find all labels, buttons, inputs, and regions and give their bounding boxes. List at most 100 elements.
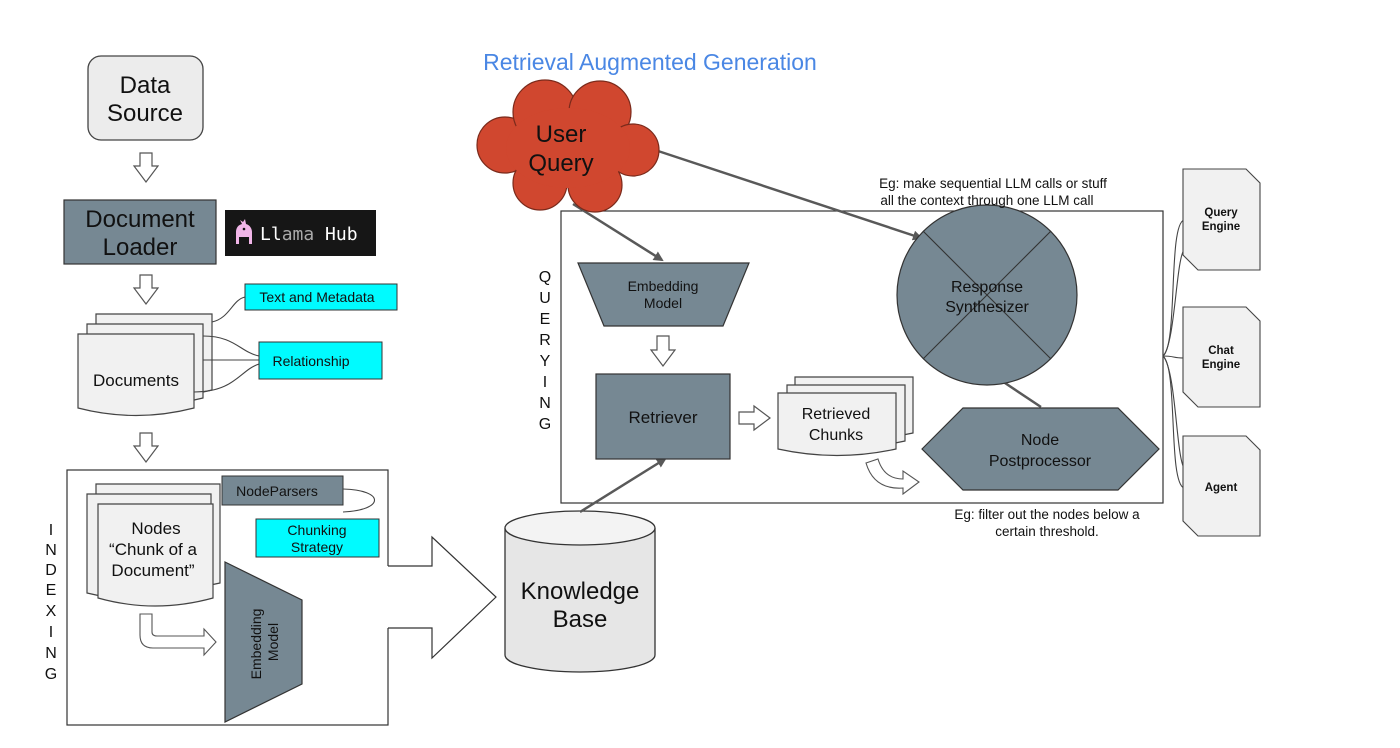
nodes-line3: Document”	[111, 561, 194, 580]
indexing-letter-7: G	[45, 666, 57, 683]
agent-card: Agent	[1182, 435, 1261, 537]
query-embedding-line1: Embedding	[628, 278, 699, 294]
response-synthesizer: Response Synthesizer	[896, 204, 1078, 386]
query-engine-line1: Query	[1204, 207, 1238, 219]
indexing-embedding-line1: Embedding	[248, 609, 264, 680]
curved-arrow-nodes-to-embedding	[139, 613, 217, 657]
response-synthesizer-line2: Synthesizer	[945, 299, 1029, 316]
nodes-line2: “Chunk of a	[109, 540, 197, 559]
node-postprocessor: Node Postprocessor	[921, 407, 1160, 491]
arrow-query-to-synthesizer	[654, 148, 923, 241]
retrieved-chunks-line1: Retrieved	[802, 406, 870, 423]
diagram-title: Retrieval Augmented Generation	[483, 49, 817, 75]
retrieved-chunks-stack: Retrieved Chunks	[777, 376, 914, 457]
curved-arrow-chunks-to-postprocessor	[865, 458, 920, 496]
querying-letter-0: Q	[539, 269, 551, 286]
documents-stack: Documents	[77, 313, 213, 417]
svg-text:Llama Hub: Llama Hub	[260, 224, 358, 245]
chat-engine-line2: Engine	[1202, 359, 1240, 371]
knowledge-base-line1: Knowledge	[521, 578, 640, 605]
big-arrow-to-knowledge-base	[388, 535, 497, 660]
connector-relationship-1	[202, 335, 260, 357]
llama-hub-logo: Llama Hub	[225, 210, 376, 256]
relationship-label: Relationship	[272, 353, 349, 369]
down-arrow-2	[132, 274, 160, 305]
llama-hub-text-3: Hub	[314, 224, 357, 245]
arrow-query-to-embedding	[572, 202, 664, 262]
querying-frame	[560, 210, 1164, 504]
down-arrow-embedding-to-retriever	[649, 335, 677, 367]
indexing-letter-0: I	[49, 522, 53, 539]
post-note-line1: Eg: filter out the nodes below a	[954, 507, 1140, 522]
indexing-letter-3: E	[46, 582, 57, 599]
knowledge-base-line2: Base	[553, 606, 608, 633]
indexing-letter-6: N	[45, 645, 57, 662]
indexing-letter-4: X	[46, 603, 57, 620]
text-and-metadata-label: Text and Metadata	[259, 289, 374, 305]
llama-hub-text-1: Ll	[260, 224, 282, 245]
node-postprocessor-line1: Node	[1021, 432, 1059, 449]
knowledge-base: Knowledge Base	[504, 510, 656, 673]
connector-text-metadata	[211, 296, 246, 323]
nodes-line1: Nodes	[131, 519, 180, 538]
post-note-line2: certain threshold.	[995, 524, 1099, 539]
llama-hub-text-2: ama	[282, 224, 315, 245]
nodes-stack: Nodes “Chunk of a Document”	[86, 483, 221, 607]
agent-label: Agent	[1205, 482, 1238, 494]
query-engine-card: Query Engine	[1182, 168, 1261, 271]
chat-engine-line1: Chat	[1208, 345, 1234, 357]
llama-icon	[236, 219, 252, 244]
query-engine-line2: Engine	[1202, 221, 1240, 233]
retriever-label: Retriever	[629, 408, 698, 427]
node-parsers-label: NodeParsers	[236, 483, 318, 499]
data-source-line2: Source	[107, 100, 183, 127]
document-loader-line1: Document	[85, 206, 195, 233]
chunking-strategy-line1: Chunking	[287, 522, 346, 538]
arrow-knowledge-to-retriever	[579, 457, 667, 514]
user-query-cloud: User Query	[476, 79, 660, 213]
relationship-box: Relationship	[258, 341, 383, 380]
document-loader-box: Document Loader	[63, 199, 217, 265]
indexing-letter-2: D	[45, 562, 57, 579]
querying-letter-2: E	[540, 311, 551, 328]
querying-letter-4: Y	[540, 353, 551, 370]
indexing-embedding-line2: Model	[265, 623, 281, 661]
chunking-strategy-line2: Strategy	[291, 539, 343, 555]
synth-note-line2: all the context through one LLM call	[880, 193, 1093, 208]
indexing-label: I N D E X I N G	[45, 522, 57, 683]
data-source-line1: Data	[120, 72, 171, 99]
querying-letter-3: R	[539, 332, 551, 349]
query-embedding-line2: Model	[644, 295, 682, 311]
user-query-line1: User	[536, 121, 587, 148]
text-and-metadata-box: Text and Metadata	[244, 283, 398, 311]
retrieved-chunks-line2: Chunks	[809, 427, 863, 444]
querying-label: Q U E R Y I N G	[539, 269, 551, 433]
response-synthesizer-line1: Response	[951, 279, 1023, 296]
data-source-box: Data Source	[87, 55, 204, 141]
engine-connectors	[1162, 219, 1185, 489]
chat-engine-card: Chat Engine	[1182, 306, 1261, 408]
querying-letter-6: N	[539, 395, 551, 412]
user-query-line2: Query	[528, 150, 593, 177]
chunking-strategy-box: Chunking Strategy	[255, 518, 380, 558]
documents-label: Documents	[93, 371, 179, 390]
down-arrow-1	[132, 152, 160, 183]
indexing-embedding-model: Embedding Model	[224, 561, 303, 723]
document-loader-line2: Loader	[103, 234, 178, 261]
svg-text:Embedding Model: Embedding Model	[248, 605, 281, 680]
down-arrow-3	[132, 432, 160, 463]
retriever-box: Retriever	[595, 373, 731, 460]
indexing-letter-5: I	[49, 624, 53, 641]
querying-letter-5: I	[543, 374, 547, 391]
node-parsers-box: NodeParsers	[221, 475, 344, 506]
query-embedding-model: Embedding Model	[577, 262, 750, 327]
querying-letter-7: G	[539, 416, 551, 433]
node-postprocessor-line2: Postprocessor	[989, 453, 1092, 470]
right-arrow-retriever-to-chunks	[738, 404, 771, 432]
connector-node-parsers-chunking	[342, 488, 375, 513]
querying-letter-1: U	[539, 290, 551, 307]
indexing-letter-1: N	[45, 542, 57, 559]
synth-note-line1: Eg: make sequential LLM calls or stuff	[879, 176, 1107, 191]
connector-relationship-3	[193, 363, 260, 393]
